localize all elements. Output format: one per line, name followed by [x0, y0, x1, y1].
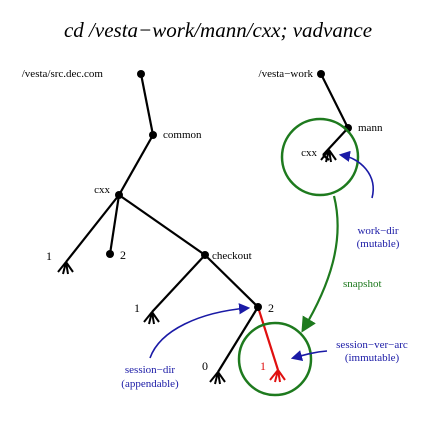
label-work-dir-1: work−dir: [357, 225, 398, 237]
label-leaf-2: 2: [120, 248, 126, 262]
edge-common-cxx: [118, 134, 154, 196]
label-right-root: /vesta−work: [259, 68, 314, 80]
edge-2-red-1: [256, 306, 280, 371]
work-dir-circle: [280, 117, 360, 197]
node-checkout-2: [254, 303, 262, 311]
edge-checkout-1: [151, 254, 206, 313]
label-session-dir-2: (appendable): [121, 378, 179, 390]
label-right-cxx: cxx: [301, 147, 317, 159]
left-tree-edges: [65, 73, 259, 373]
snapshot-arrow: [301, 195, 339, 333]
right-tree-edges: [320, 73, 349, 161]
label-session-ver-2: (immutable): [345, 352, 400, 364]
label-checkout-0: 0: [202, 359, 208, 373]
label-left-cxx: cxx: [94, 184, 110, 196]
fan-glyphs: [57, 261, 226, 385]
label-work-dir-2: (mutable): [357, 238, 400, 250]
node-cxx: [115, 191, 123, 199]
edge-2-0: [217, 306, 259, 373]
edge-cxx-checkout: [118, 194, 206, 256]
edge-cxx-1: [65, 194, 120, 263]
fan-checkout-0: [209, 371, 226, 385]
left-tree-nodes: [106, 70, 262, 311]
label-leaf-1: 1: [46, 249, 52, 263]
label-session-ver-1: session−ver−arc: [336, 339, 408, 351]
node-checkout: [201, 251, 209, 259]
label-checkout-1: 1: [134, 301, 140, 315]
fan-checkout-1: [143, 311, 160, 325]
label-common: common: [163, 129, 202, 141]
fan-work-cxx: [320, 149, 337, 163]
edge-work-mann: [320, 73, 349, 129]
node-common: [149, 131, 157, 139]
label-session-dir-1: session−dir: [125, 364, 176, 376]
label-checkout: checkout: [212, 250, 252, 262]
label-left-root: /vesta/src.dec.com: [22, 68, 104, 80]
diagram-title: cd /vesta−work/mann/cxx; vadvance: [64, 18, 372, 42]
new-version-arc: [256, 306, 280, 371]
work-dir-arrow: [338, 150, 374, 199]
session-dir-arrow: [149, 303, 251, 359]
edge-checkout-2: [204, 254, 259, 308]
edge-root-common: [139, 73, 155, 136]
edge-cxx-2: [108, 194, 121, 255]
node-vesta-work: [317, 70, 325, 78]
session-ver-arrow: [290, 350, 328, 362]
label-red-1: 1: [260, 359, 266, 373]
label-checkout-2: 2: [268, 301, 274, 315]
node-leaf-2: [106, 250, 114, 258]
fan-leaf-1: [57, 261, 74, 275]
label-snapshot: snapshot: [343, 278, 382, 290]
session-ver-circle: [237, 321, 313, 397]
edge-mann-cxx: [322, 127, 349, 156]
node-root: [137, 70, 145, 78]
fan-red-1: [269, 369, 286, 383]
label-mann: mann: [358, 122, 383, 134]
